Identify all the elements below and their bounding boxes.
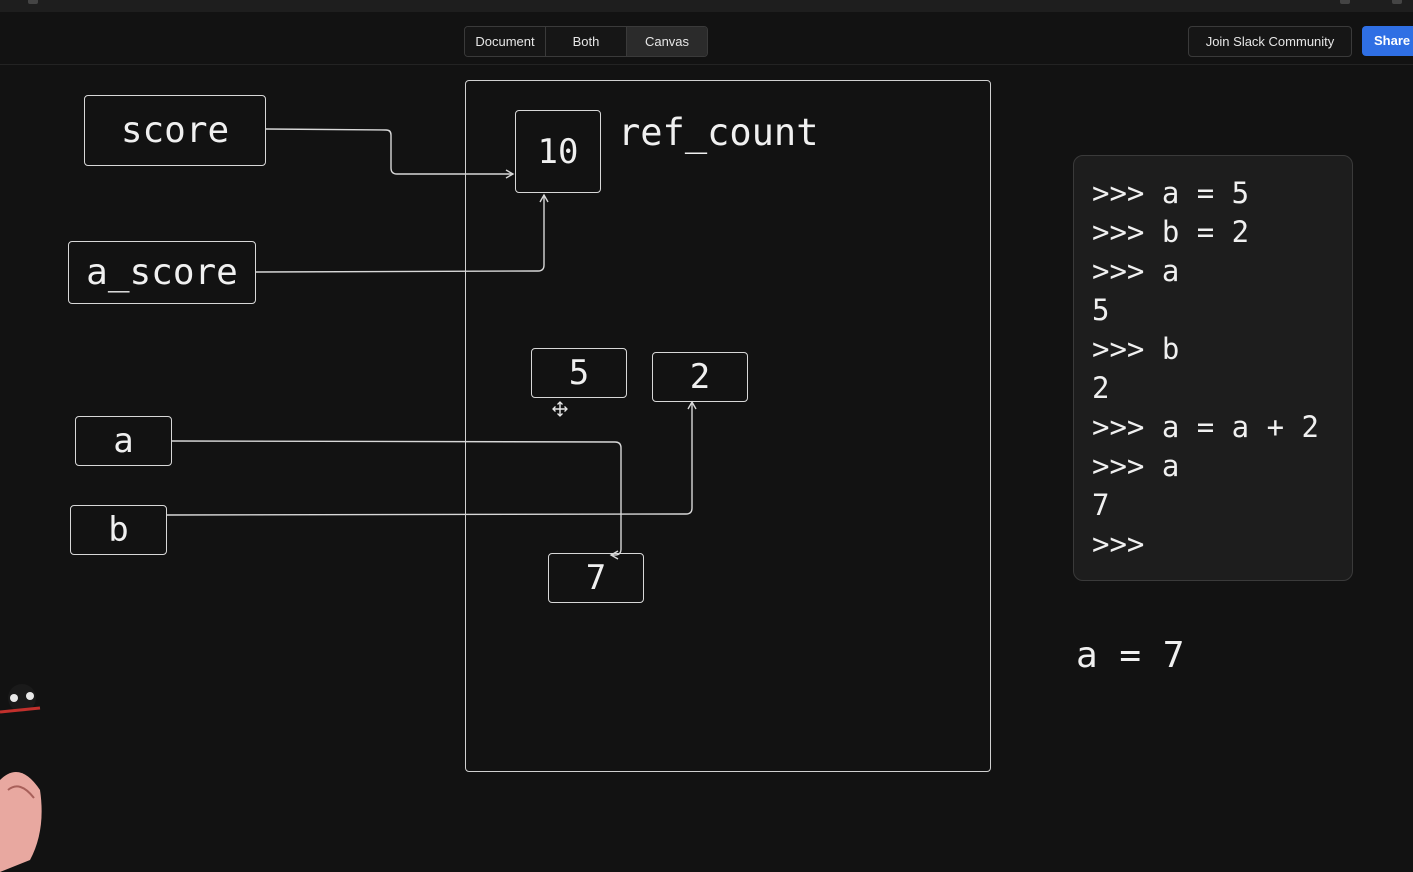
variable-box-a-score[interactable]: a_score <box>68 241 256 304</box>
variable-label: a <box>113 421 134 461</box>
variable-label: b <box>108 510 129 550</box>
variable-box-a[interactable]: a <box>75 416 172 466</box>
chrome-icon <box>28 0 38 4</box>
repl-line: 7 <box>1092 488 1110 522</box>
webcam-overlay <box>0 684 42 872</box>
repl-line: >>> a <box>1092 254 1180 288</box>
ref-count-label: ref_count <box>618 111 819 154</box>
python-repl-panel: >>> a = 5 >>> b = 2 >>> a 5 >>> b 2 >>> … <box>1073 155 1353 581</box>
top-toolbar: Document Both Canvas Join Slack Communit… <box>0 12 1413 65</box>
repl-line: >>> a <box>1092 449 1180 483</box>
chrome-icon <box>1392 0 1402 4</box>
repl-line: >>> b <box>1092 332 1180 366</box>
arrow-ascore-to-10 <box>255 193 549 273</box>
move-cursor-icon <box>552 401 568 417</box>
object-box-10[interactable]: 10 <box>515 110 601 193</box>
arrow-a-to-7 <box>171 440 622 560</box>
repl-line: 2 <box>1092 371 1110 405</box>
repl-line: >>> <box>1092 527 1145 561</box>
arrow-b-to-2 <box>166 400 697 516</box>
tab-both[interactable]: Both <box>546 27 627 56</box>
object-value: 10 <box>537 131 579 172</box>
repl-line: >>> a = 5 <box>1092 176 1250 210</box>
note-a-equals-7: a = 7 <box>1076 635 1185 676</box>
tab-document[interactable]: Document <box>465 27 546 56</box>
tab-canvas[interactable]: Canvas <box>627 27 707 56</box>
view-mode-toggle: Document Both Canvas <box>464 26 708 57</box>
memory-frame[interactable] <box>465 80 991 772</box>
chrome-icon <box>1340 0 1350 4</box>
object-box-7[interactable]: 7 <box>548 553 644 603</box>
variable-box-score[interactable]: score <box>84 95 266 166</box>
object-box-2[interactable]: 2 <box>652 352 748 402</box>
object-value: 2 <box>689 357 711 397</box>
connector-layer <box>166 128 697 560</box>
join-slack-button[interactable]: Join Slack Community <box>1188 26 1352 57</box>
variable-label: score <box>120 110 230 151</box>
repl-line: 5 <box>1092 293 1110 327</box>
repl-line: >>> b = 2 <box>1092 215 1250 249</box>
variable-box-b[interactable]: b <box>70 505 167 555</box>
variable-label: a_score <box>86 252 238 293</box>
object-value: 7 <box>585 558 607 598</box>
share-button[interactable]: Share <box>1362 26 1413 56</box>
repl-line: >>> a = a + 2 <box>1092 410 1319 444</box>
object-value: 5 <box>568 353 590 393</box>
arrow-score-to-10 <box>265 128 515 179</box>
object-box-5[interactable]: 5 <box>531 348 627 398</box>
drawing-canvas[interactable]: score a_score a b 10 ref_count 5 2 7 <box>0 65 1413 872</box>
